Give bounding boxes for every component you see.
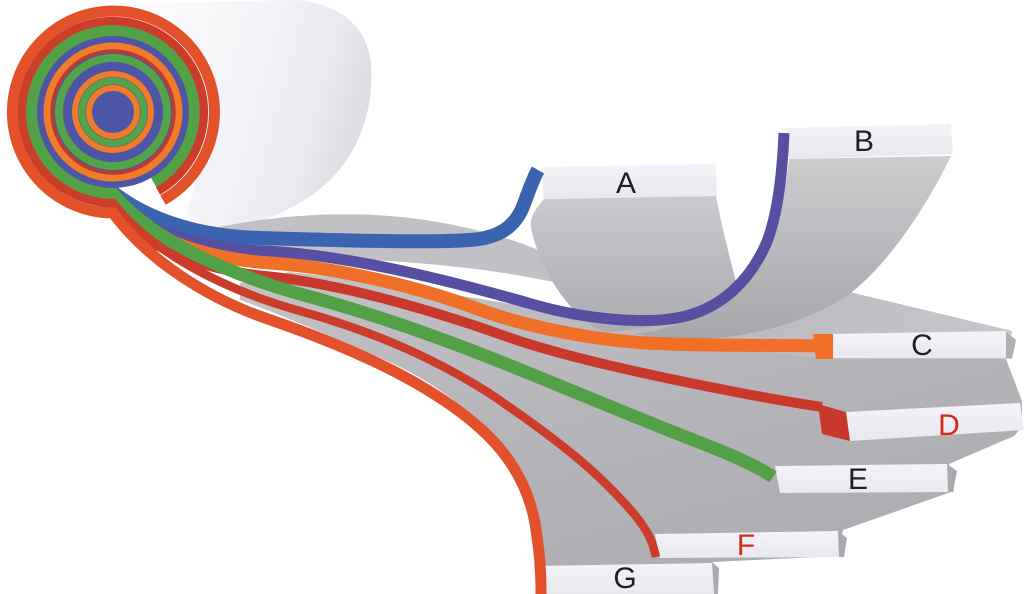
sheet-b-body bbox=[635, 156, 951, 340]
ribbon-e-green bbox=[24, 23, 777, 483]
ribbon-g-orangered bbox=[6, 5, 547, 594]
sheet-label-c: C bbox=[911, 329, 933, 362]
sheet-label-b: B bbox=[853, 125, 875, 158]
sheet-c-face bbox=[829, 331, 1012, 358]
sheet-e-face bbox=[775, 464, 952, 493]
ribbon-f-red bbox=[17, 16, 661, 559]
sheet-b-face bbox=[782, 124, 953, 159]
sheet-label-f: F bbox=[736, 529, 756, 562]
sheet-d-face bbox=[846, 403, 1024, 441]
sheet-e-side bbox=[947, 464, 957, 492]
sheet-label-d: D bbox=[938, 409, 960, 442]
sheet-label-e: E bbox=[847, 463, 869, 496]
ribbon-a-blue bbox=[79, 160, 545, 249]
sheet-a-body bbox=[530, 196, 738, 332]
sheet-f-side bbox=[838, 531, 847, 557]
sheet-f-face bbox=[655, 531, 842, 558]
roll-spiral-core bbox=[37, 36, 189, 188]
sheet-g-face bbox=[536, 563, 718, 594]
roll-cylinder bbox=[126, 0, 372, 230]
sheet-g-side bbox=[712, 562, 719, 594]
ribbon-d-end-block bbox=[818, 404, 850, 441]
sheet-label-g: G bbox=[613, 562, 637, 594]
ribbon-b-indigo bbox=[77, 132, 790, 327]
sheet-label-a: A bbox=[615, 167, 637, 200]
sheet-c-side bbox=[1006, 332, 1016, 359]
sheet-a-face bbox=[541, 164, 717, 199]
